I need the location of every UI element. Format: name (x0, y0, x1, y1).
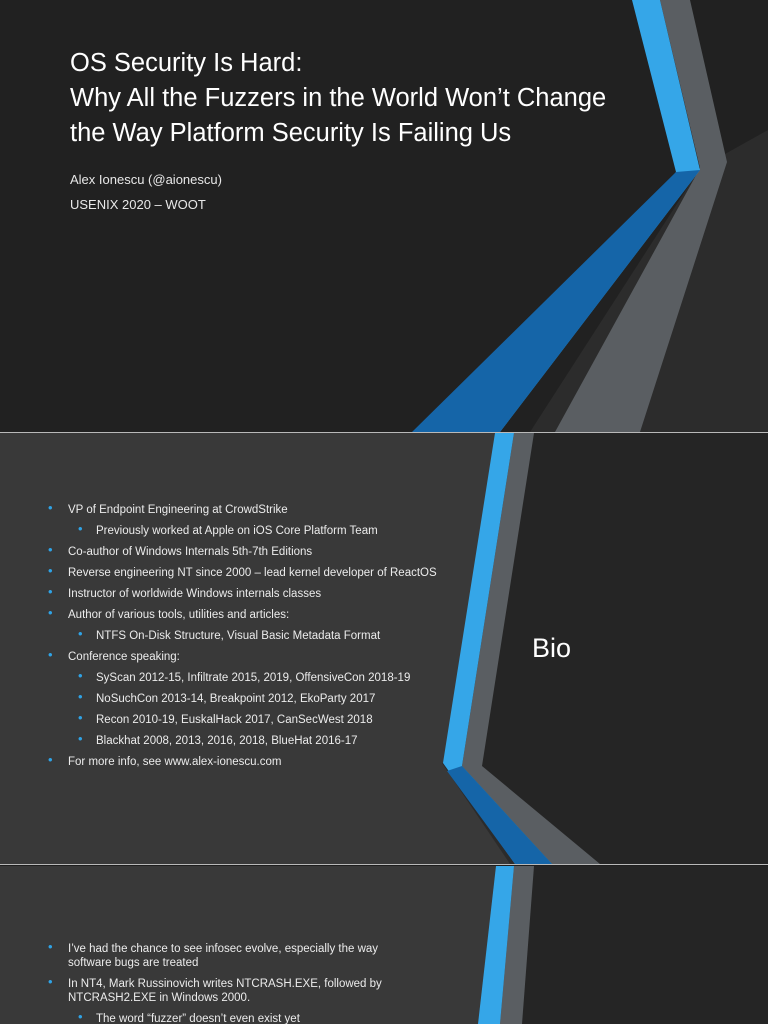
title-slide: OS Security Is Hard: Why All the Fuzzers… (0, 0, 768, 432)
list-item: Reverse engineering NT since 2000 – lead… (0, 564, 440, 580)
history-slide: I’ve had the chance to see infosec evolv… (0, 866, 768, 1024)
author-line: Alex Ionescu (@aionescu) (70, 172, 222, 187)
venue-line: USENIX 2020 – WOOT (70, 197, 206, 212)
slide-divider (0, 864, 768, 865)
list-item: SyScan 2012-15, Infiltrate 2015, 2019, O… (0, 669, 440, 685)
list-item: NTFS On-Disk Structure, Visual Basic Met… (0, 627, 440, 643)
list-item: Instructor of worldwide Windows internal… (0, 585, 440, 601)
decorative-stripes (478, 866, 768, 1024)
list-item: Co-author of Windows Internals 5th-7th E… (0, 543, 440, 559)
list-item: The word “fuzzer” doesn’t even exist yet (0, 1010, 420, 1024)
bio-heading: Bio (532, 633, 572, 663)
title-line: the Way Platform Security Is Failing Us (70, 119, 512, 147)
list-item: Author of various tools, utilities and a… (0, 606, 440, 622)
slide-divider (0, 432, 768, 433)
list-item: NoSuchCon 2013-14, Breakpoint 2012, EkoP… (0, 690, 440, 706)
list-item: For more info, see www.alex-ionescu.com (0, 753, 440, 769)
list-item: Recon 2010-19, EuskalHack 2017, CanSecWe… (0, 711, 440, 727)
title-line: Why All the Fuzzers in the World Won’t C… (70, 84, 607, 112)
decorative-stripes (442, 433, 768, 864)
list-item: Conference speaking: (0, 648, 440, 664)
title-line: OS Security Is Hard: (70, 49, 303, 77)
list-item: Previously worked at Apple on iOS Core P… (0, 522, 440, 538)
list-item: In NT4, Mark Russinovich writes NTCRASH.… (0, 975, 420, 1005)
list-item: I’ve had the chance to see infosec evolv… (0, 940, 420, 970)
bio-bullet-list: VP of Endpoint Engineering at CrowdStrik… (0, 501, 440, 776)
list-item: Blackhat 2008, 2013, 2016, 2018, BlueHat… (0, 732, 440, 748)
history-bullet-list: I’ve had the chance to see infosec evolv… (0, 940, 420, 1024)
presentation-title: OS Security Is Hard: Why All the Fuzzers… (70, 46, 710, 151)
bio-slide: VP of Endpoint Engineering at CrowdStrik… (0, 433, 768, 864)
decorative-stripes (412, 0, 768, 432)
list-item: VP of Endpoint Engineering at CrowdStrik… (0, 501, 440, 517)
